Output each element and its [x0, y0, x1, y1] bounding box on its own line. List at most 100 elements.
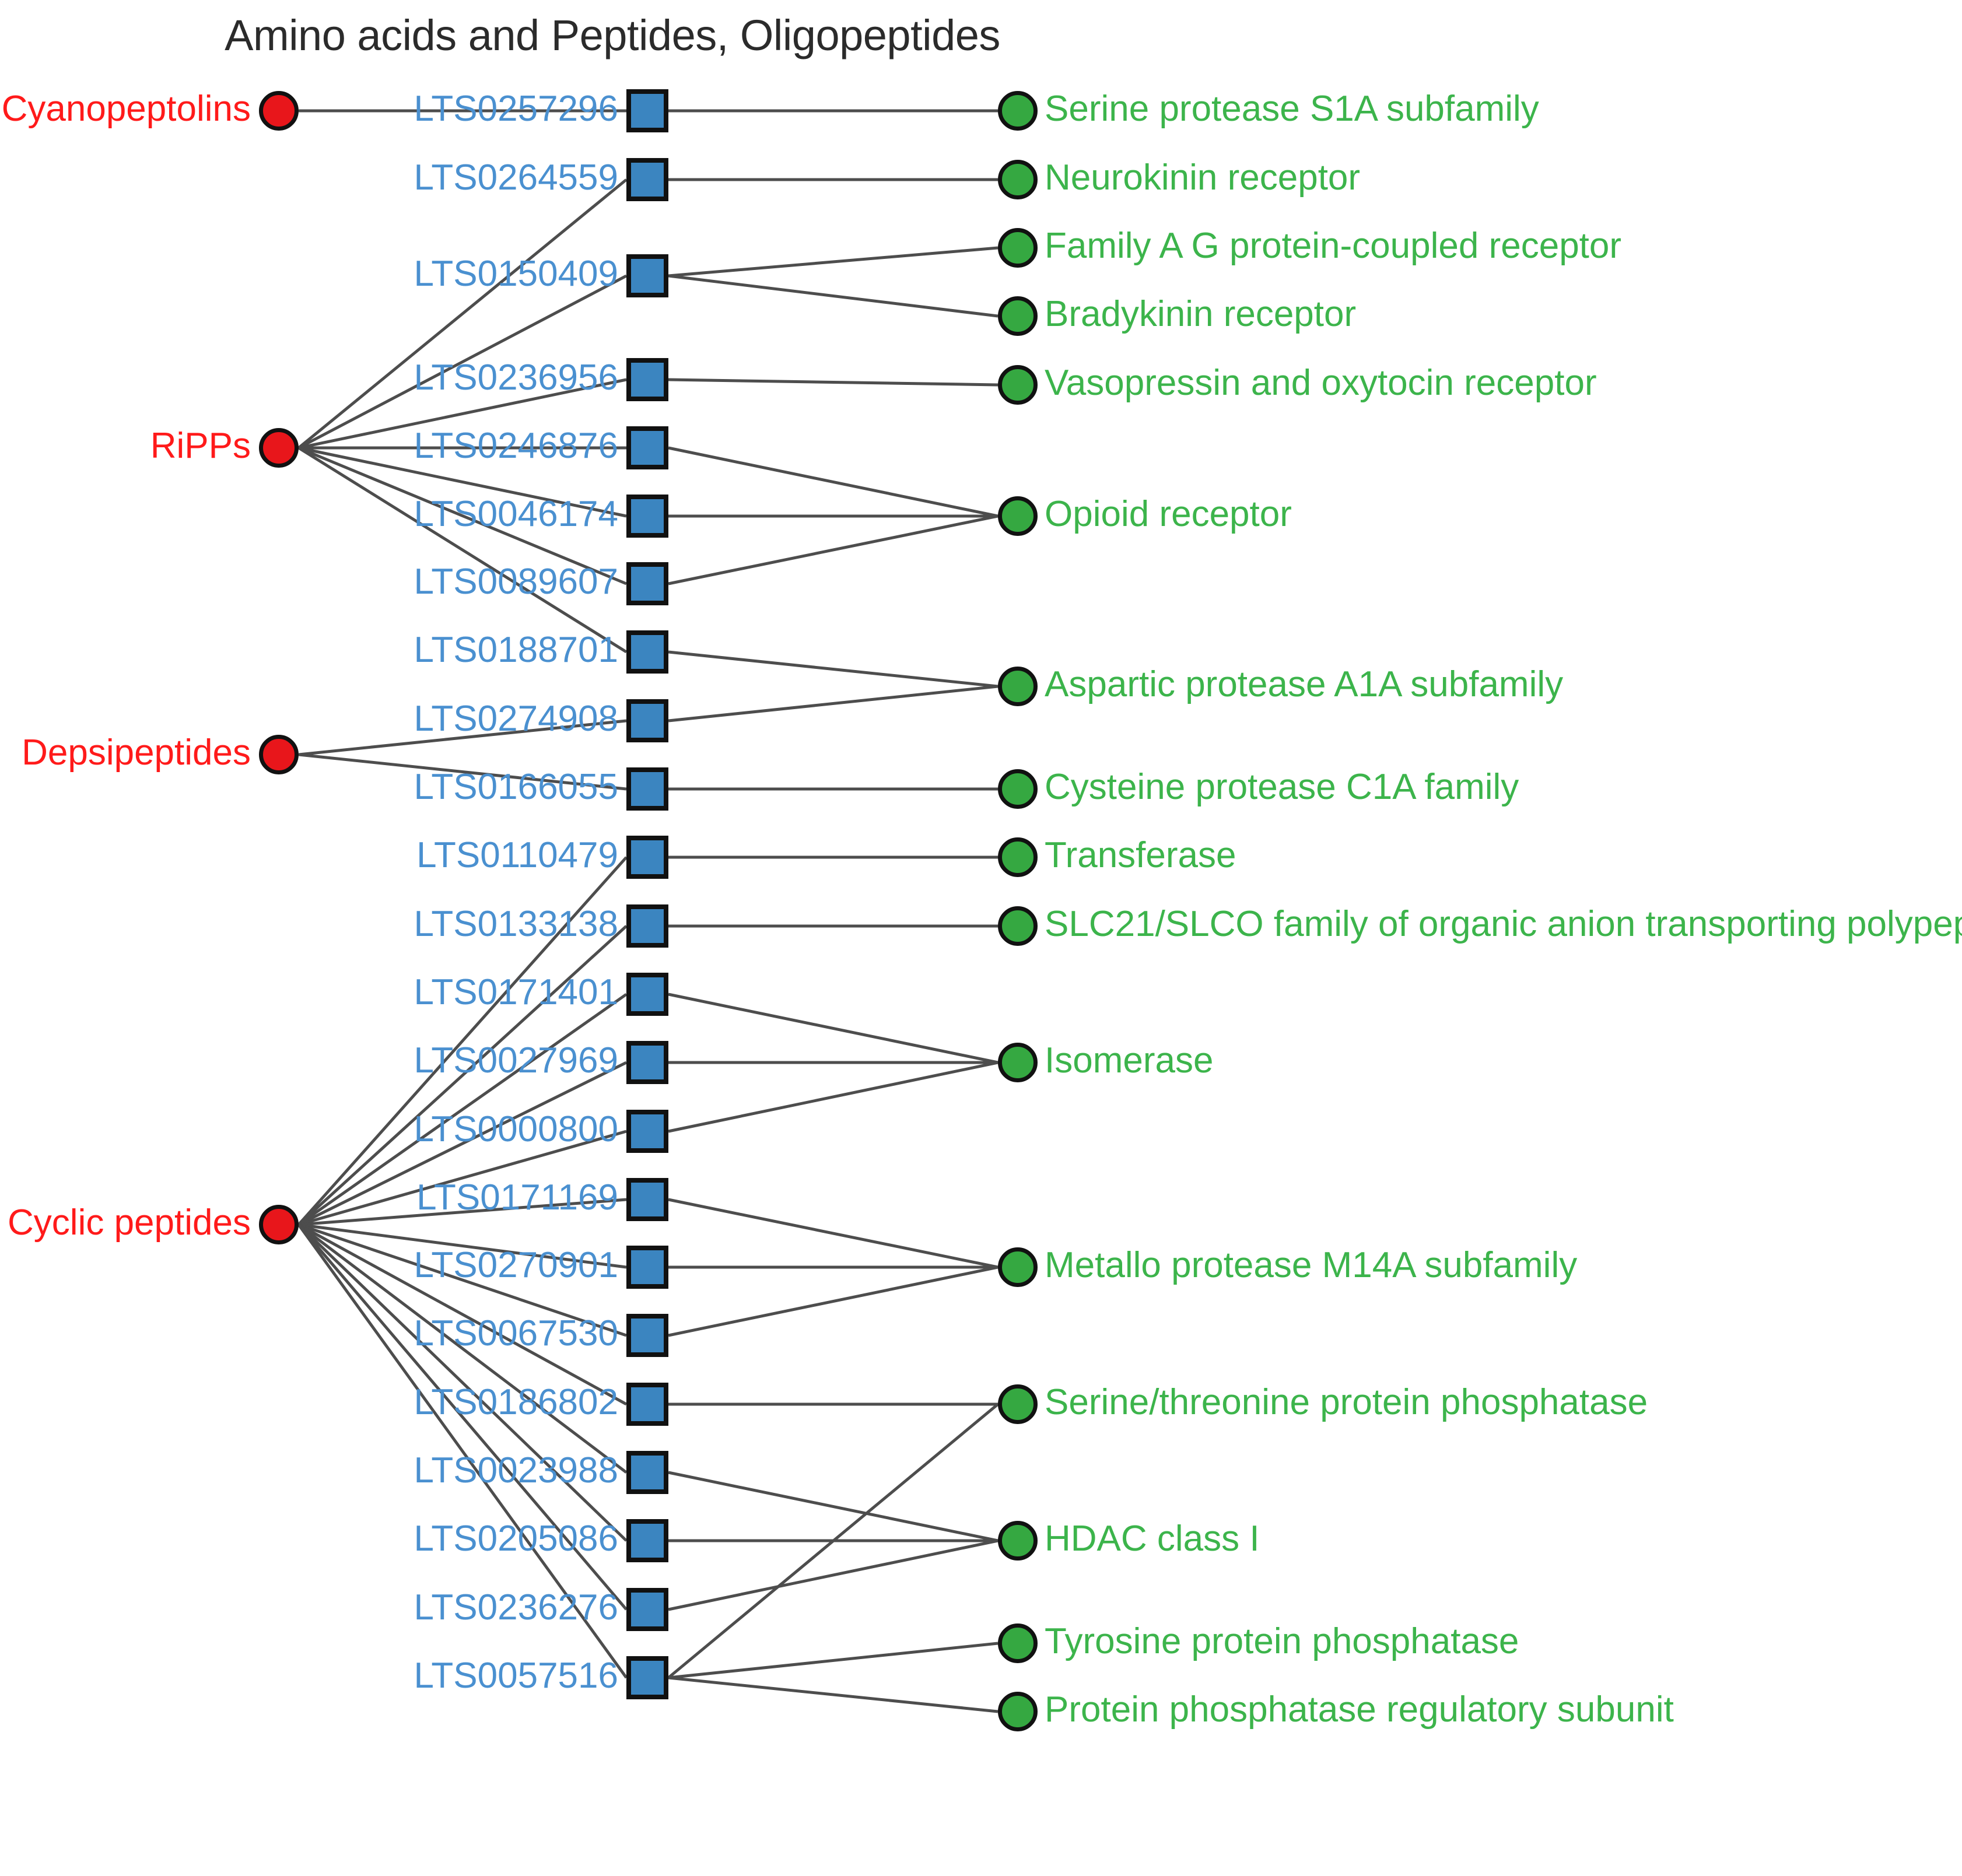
compound-LTS0057516-node[interactable] [626, 1656, 668, 1699]
network-edge [298, 719, 627, 756]
target-bradykinin-node[interactable] [998, 296, 1038, 336]
network-edge [297, 1223, 628, 1611]
compound-LTS0236276-node[interactable] [626, 1588, 668, 1631]
target-vasopressin_oxytocin-node[interactable] [998, 365, 1038, 405]
compound-LTS0188701-node[interactable] [626, 630, 668, 674]
compound-LTS0166055-node[interactable] [626, 767, 668, 811]
target-hdac_class_i-label: HDAC class I [1045, 1519, 1260, 1559]
target-opioid-label: Opioid receptor [1045, 494, 1292, 534]
network-edge [668, 446, 998, 518]
network-edge [298, 446, 627, 585]
compound-LTS0089607-node[interactable] [626, 562, 668, 605]
network-edge [297, 993, 628, 1226]
compound-LTS0150409-node[interactable] [626, 254, 668, 297]
compound-LTS0000800-label: LTS0000800 [414, 1109, 618, 1149]
compound-LTS0171401-label: LTS0171401 [414, 972, 618, 1012]
target-family_a_gpcr-label: Family A G protein-coupled receptor [1045, 226, 1622, 266]
compound-LTS0205086-node[interactable] [626, 1519, 668, 1562]
compound-LTS0110479-node[interactable] [626, 836, 668, 879]
compound-LTS0023988-label: LTS0023988 [414, 1450, 618, 1491]
target-slc21_slco-label: SLC21/SLCO family of organic anion trans… [1045, 904, 1962, 944]
class-cyclic-node[interactable] [259, 1205, 299, 1244]
target-aspartic_protease_a1a-label: Aspartic protease A1A subfamily [1045, 664, 1564, 704]
network-edge [298, 1130, 627, 1226]
compound-LTS0188701-label: LTS0188701 [414, 630, 618, 670]
network-edge [668, 1198, 998, 1269]
target-tyrosine_phosphatase-node[interactable] [998, 1623, 1038, 1663]
network-edge [668, 1471, 998, 1542]
target-serine_protease_s1a-node[interactable] [998, 91, 1038, 131]
class-ripps-label: RiPPs [150, 426, 251, 466]
network-edge [668, 1061, 998, 1133]
compound-LTS0000800-node[interactable] [626, 1110, 668, 1153]
target-hdac_class_i-node[interactable] [998, 1521, 1038, 1561]
network-edge [668, 514, 998, 585]
target-isomerase-label: Isomerase [1045, 1040, 1214, 1081]
compound-LTS0046174-node[interactable] [626, 495, 668, 538]
class-cyclic-label: Cyclic peptides [8, 1202, 251, 1243]
compound-LTS0133138-node[interactable] [626, 904, 668, 948]
target-metallo_protease_m14a-label: Metallo protease M14A subfamily [1045, 1245, 1578, 1285]
network-edge [297, 274, 628, 450]
network-edge [298, 1223, 627, 1337]
target-pp_regulatory_subunit-node[interactable] [998, 1692, 1038, 1731]
compound-LTS0236956-label: LTS0236956 [414, 357, 618, 398]
compound-LTS0186802-node[interactable] [626, 1383, 668, 1426]
target-cysteine_protease_c1a-node[interactable] [998, 769, 1038, 809]
target-isomerase-node[interactable] [998, 1043, 1038, 1082]
network-edge [298, 753, 627, 791]
compound-LTS0205086-label: LTS0205086 [414, 1519, 618, 1559]
target-family_a_gpcr-node[interactable] [998, 228, 1038, 268]
network-edge [668, 650, 998, 688]
class-depsipeptides-node[interactable] [259, 735, 299, 774]
compound-LTS0270901-node[interactable] [626, 1246, 668, 1289]
compound-LTS0027969-label: LTS0027969 [414, 1040, 618, 1081]
compound-LTS0166055-label: LTS0166055 [414, 767, 618, 807]
target-slc21_slco-node[interactable] [998, 906, 1038, 946]
compound-LTS0236276-label: LTS0236276 [414, 1587, 618, 1628]
compound-LTS0264559-node[interactable] [626, 158, 668, 201]
target-bradykinin-label: Bradykinin receptor [1045, 294, 1357, 334]
network-edge [297, 1061, 628, 1226]
network-edge [297, 856, 628, 1226]
compound-LTS0046174-label: LTS0046174 [414, 494, 618, 534]
target-ser_thr_phosphatase-node[interactable] [998, 1384, 1038, 1424]
compound-LTS0274908-node[interactable] [626, 699, 668, 742]
compound-LTS0110479-label: LTS0110479 [416, 835, 618, 875]
network-edge [297, 1223, 628, 1679]
target-aspartic_protease_a1a-node[interactable] [998, 667, 1038, 706]
target-metallo_protease_m14a-node[interactable] [998, 1247, 1038, 1287]
compound-LTS0171401-node[interactable] [626, 973, 668, 1016]
class-ripps-node[interactable] [259, 428, 299, 468]
compound-LTS0150409-label: LTS0150409 [414, 254, 618, 294]
target-serine_protease_s1a-label: Serine protease S1A subfamily [1045, 89, 1539, 129]
compound-LTS0186802-label: LTS0186802 [414, 1382, 618, 1422]
compound-LTS0023988-node[interactable] [626, 1451, 668, 1494]
compound-LTS0067530-label: LTS0067530 [414, 1313, 618, 1353]
target-transferase-node[interactable] [998, 837, 1038, 877]
network-edge [668, 993, 998, 1064]
compound-LTS0236956-node[interactable] [626, 358, 668, 401]
network-edge [668, 378, 998, 387]
class-cyanopeptolins-label: Cyanopeptolins [1, 89, 251, 129]
class-cyanopeptolins-node[interactable] [259, 91, 299, 131]
network-edge [668, 1676, 998, 1713]
target-opioid-node[interactable] [998, 496, 1038, 536]
network-edge [667, 1403, 999, 1679]
compound-LTS0133138-label: LTS0133138 [414, 904, 618, 944]
network-edge [668, 1642, 998, 1679]
compound-LTS0067530-node[interactable] [626, 1314, 668, 1357]
target-cysteine_protease_c1a-label: Cysteine protease C1A family [1045, 767, 1519, 807]
network-edge [668, 685, 998, 723]
compound-LTS0274908-label: LTS0274908 [414, 699, 618, 739]
compound-LTS0264559-label: LTS0264559 [414, 157, 618, 198]
target-neurokinin-label: Neurokinin receptor [1045, 157, 1361, 198]
compound-LTS0246876-node[interactable] [626, 426, 668, 469]
compound-LTS0171169-node[interactable] [626, 1178, 668, 1221]
network-edge [297, 446, 628, 654]
target-neurokinin-node[interactable] [998, 160, 1038, 199]
compound-LTS0027969-node[interactable] [626, 1041, 668, 1084]
compound-LTS0257296-node[interactable] [626, 89, 668, 132]
network-edge [668, 1265, 998, 1337]
